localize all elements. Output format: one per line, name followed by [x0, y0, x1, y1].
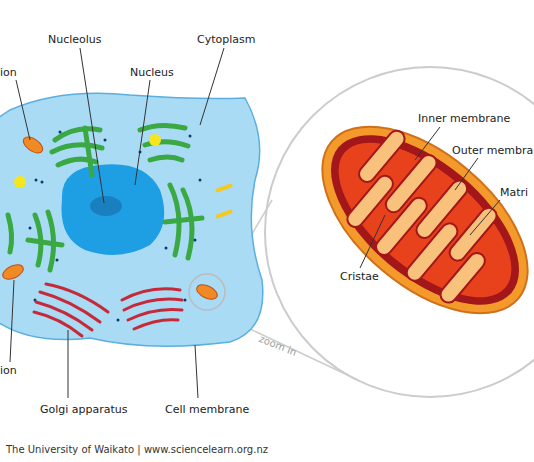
part-label: Golgi apparatus — [40, 403, 128, 417]
golgi-cisterna — [134, 320, 178, 329]
nucleus-shape — [61, 164, 164, 255]
golgi-shape — [34, 284, 182, 336]
leader-line — [135, 80, 150, 185]
ribosome — [35, 179, 38, 182]
leader-line — [80, 48, 104, 203]
outer-membrane — [289, 91, 534, 349]
ribosome — [29, 227, 32, 230]
leader-line — [360, 215, 385, 268]
ribosome — [199, 179, 202, 182]
cell-body — [0, 93, 263, 346]
er-fold — [165, 218, 202, 222]
mitochondrion-small — [0, 134, 219, 302]
crista — [373, 194, 430, 258]
golgi-cisterna — [46, 284, 108, 312]
leader-line — [10, 280, 14, 362]
ribosome — [189, 135, 192, 138]
part-label: Matri — [500, 186, 528, 200]
mitochondrion-shape — [194, 282, 219, 302]
credit-note: The University of Waikato | www.sciencel… — [6, 443, 268, 457]
ribosome — [194, 239, 197, 242]
ribosome — [104, 139, 107, 142]
zoom-note: zoom in — [257, 332, 299, 360]
er-fold — [8, 215, 12, 252]
leader-line — [470, 200, 500, 235]
vesicle — [215, 209, 233, 219]
leader-line — [16, 80, 30, 140]
ribosome-dots — [29, 131, 202, 322]
part-label: Outer membra — [452, 144, 533, 158]
ribosome — [59, 131, 62, 134]
zoom-circle — [265, 67, 534, 397]
matrix — [313, 115, 534, 325]
ribosome — [165, 247, 168, 250]
part-label: Cristae — [340, 270, 379, 284]
part-label: Inner membrane — [418, 112, 510, 126]
part-label: ion — [0, 364, 17, 378]
ribosome — [184, 299, 187, 302]
part-label: Cell membrane — [165, 403, 249, 417]
crista — [344, 172, 396, 230]
mitochondrion-shape — [0, 262, 25, 282]
leader-line — [200, 48, 224, 125]
vesicle — [215, 183, 233, 193]
er-shape — [8, 125, 202, 270]
crista — [437, 250, 488, 306]
ribosome — [56, 259, 59, 262]
er-fold — [140, 125, 185, 130]
leader-line — [455, 158, 478, 190]
part-label: Cytoplasm — [197, 33, 255, 47]
part-label: Nucleolus — [48, 33, 102, 47]
ribosome — [117, 319, 120, 322]
mitochondrion-shape — [21, 134, 46, 156]
er-fold — [28, 240, 62, 245]
zoom-source-circle — [189, 274, 225, 310]
er-fold — [150, 157, 182, 160]
part-label: Nucleus — [130, 66, 174, 80]
mitochondrion-large — [289, 91, 534, 349]
nucleolus-shape — [90, 196, 122, 216]
golgi-cisterna — [34, 312, 82, 336]
vesicle — [149, 134, 161, 146]
leader-line — [68, 330, 69, 398]
inner-membrane — [302, 104, 534, 337]
leader-line — [415, 127, 440, 160]
er-fold — [183, 190, 192, 258]
part-label: ion — [0, 66, 17, 80]
er-fold — [52, 145, 102, 152]
leader-lines — [10, 48, 500, 398]
leader-line — [195, 345, 198, 398]
ribosome — [41, 181, 44, 184]
vesicle — [14, 176, 26, 188]
er-fold — [85, 128, 92, 175]
crista — [403, 220, 460, 284]
